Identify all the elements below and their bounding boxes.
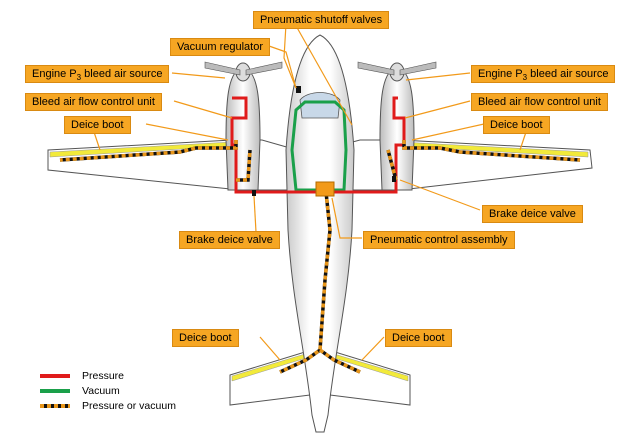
legend-swatch-vacuum bbox=[40, 388, 70, 393]
callout-engine-bleed-air-right: Engine P3 bleed air source bbox=[471, 65, 616, 83]
legend-swatch-pressure bbox=[40, 373, 70, 378]
brake-deice-valve-left bbox=[252, 190, 256, 196]
legend-label-either: Pressure or vacuum bbox=[82, 399, 176, 412]
engine-bleed-right-suffix: bleed air source bbox=[527, 68, 609, 80]
callout-deice-boot-wing-left: Deice boot bbox=[64, 116, 131, 134]
pressure-lines bbox=[230, 96, 406, 194]
legend-row-vacuum: Vacuum bbox=[40, 383, 176, 398]
callout-brake-deice-valve-left: Brake deice valve bbox=[179, 231, 280, 249]
callout-vacuum-regulator: Vacuum regulator bbox=[170, 38, 271, 56]
engine-bleed-left-text: Engine P bbox=[32, 68, 77, 80]
pressure-or-vacuum-lines bbox=[59, 140, 581, 374]
brake-deice-valve-right bbox=[392, 176, 396, 182]
legend-row-either: Pressure or vacuum bbox=[40, 398, 176, 413]
engine-bleed-right-subscript: 3 bbox=[522, 73, 528, 83]
right-propeller bbox=[357, 61, 437, 82]
legend: Pressure Vacuum Pressure or vacuum bbox=[40, 368, 176, 413]
right-nacelle bbox=[379, 67, 415, 191]
callout-brake-deice-valve-right: Brake deice valve bbox=[482, 205, 583, 223]
leader-lines bbox=[93, 23, 527, 361]
pneumatic-control-assembly bbox=[315, 181, 335, 197]
engine-bleed-left-suffix: bleed air source bbox=[81, 68, 163, 80]
callout-engine-bleed-air-left: Engine P3 bleed air source bbox=[25, 65, 170, 83]
engine-bleed-right-text: Engine P bbox=[478, 68, 523, 80]
windshield bbox=[299, 92, 341, 119]
callout-deice-boot-tail-right: Deice boot bbox=[385, 329, 452, 347]
callout-pneumatic-shutoff-valves: Pneumatic shutoff valves bbox=[253, 11, 390, 29]
engine-bleed-left-subscript: 3 bbox=[76, 73, 82, 83]
vacuum-regulator bbox=[296, 86, 301, 93]
callout-pneumatic-control-assembly: Pneumatic control assembly bbox=[363, 231, 515, 249]
callout-deice-boot-tail-left: Deice boot bbox=[172, 329, 239, 347]
legend-label-pressure: Pressure bbox=[82, 369, 125, 382]
left-propeller bbox=[204, 61, 283, 82]
vacuum-line bbox=[290, 100, 348, 192]
legend-row-pressure: Pressure bbox=[40, 368, 176, 383]
legend-label-vacuum: Vacuum bbox=[82, 384, 120, 397]
fuselage bbox=[285, 34, 355, 433]
legend-swatch-either bbox=[40, 403, 70, 408]
callout-bleed-air-flow-control-right: Bleed air flow control unit bbox=[471, 93, 608, 111]
callout-bleed-air-flow-control-left: Bleed air flow control unit bbox=[25, 93, 162, 111]
callout-deice-boot-wing-right: Deice boot bbox=[483, 116, 550, 134]
